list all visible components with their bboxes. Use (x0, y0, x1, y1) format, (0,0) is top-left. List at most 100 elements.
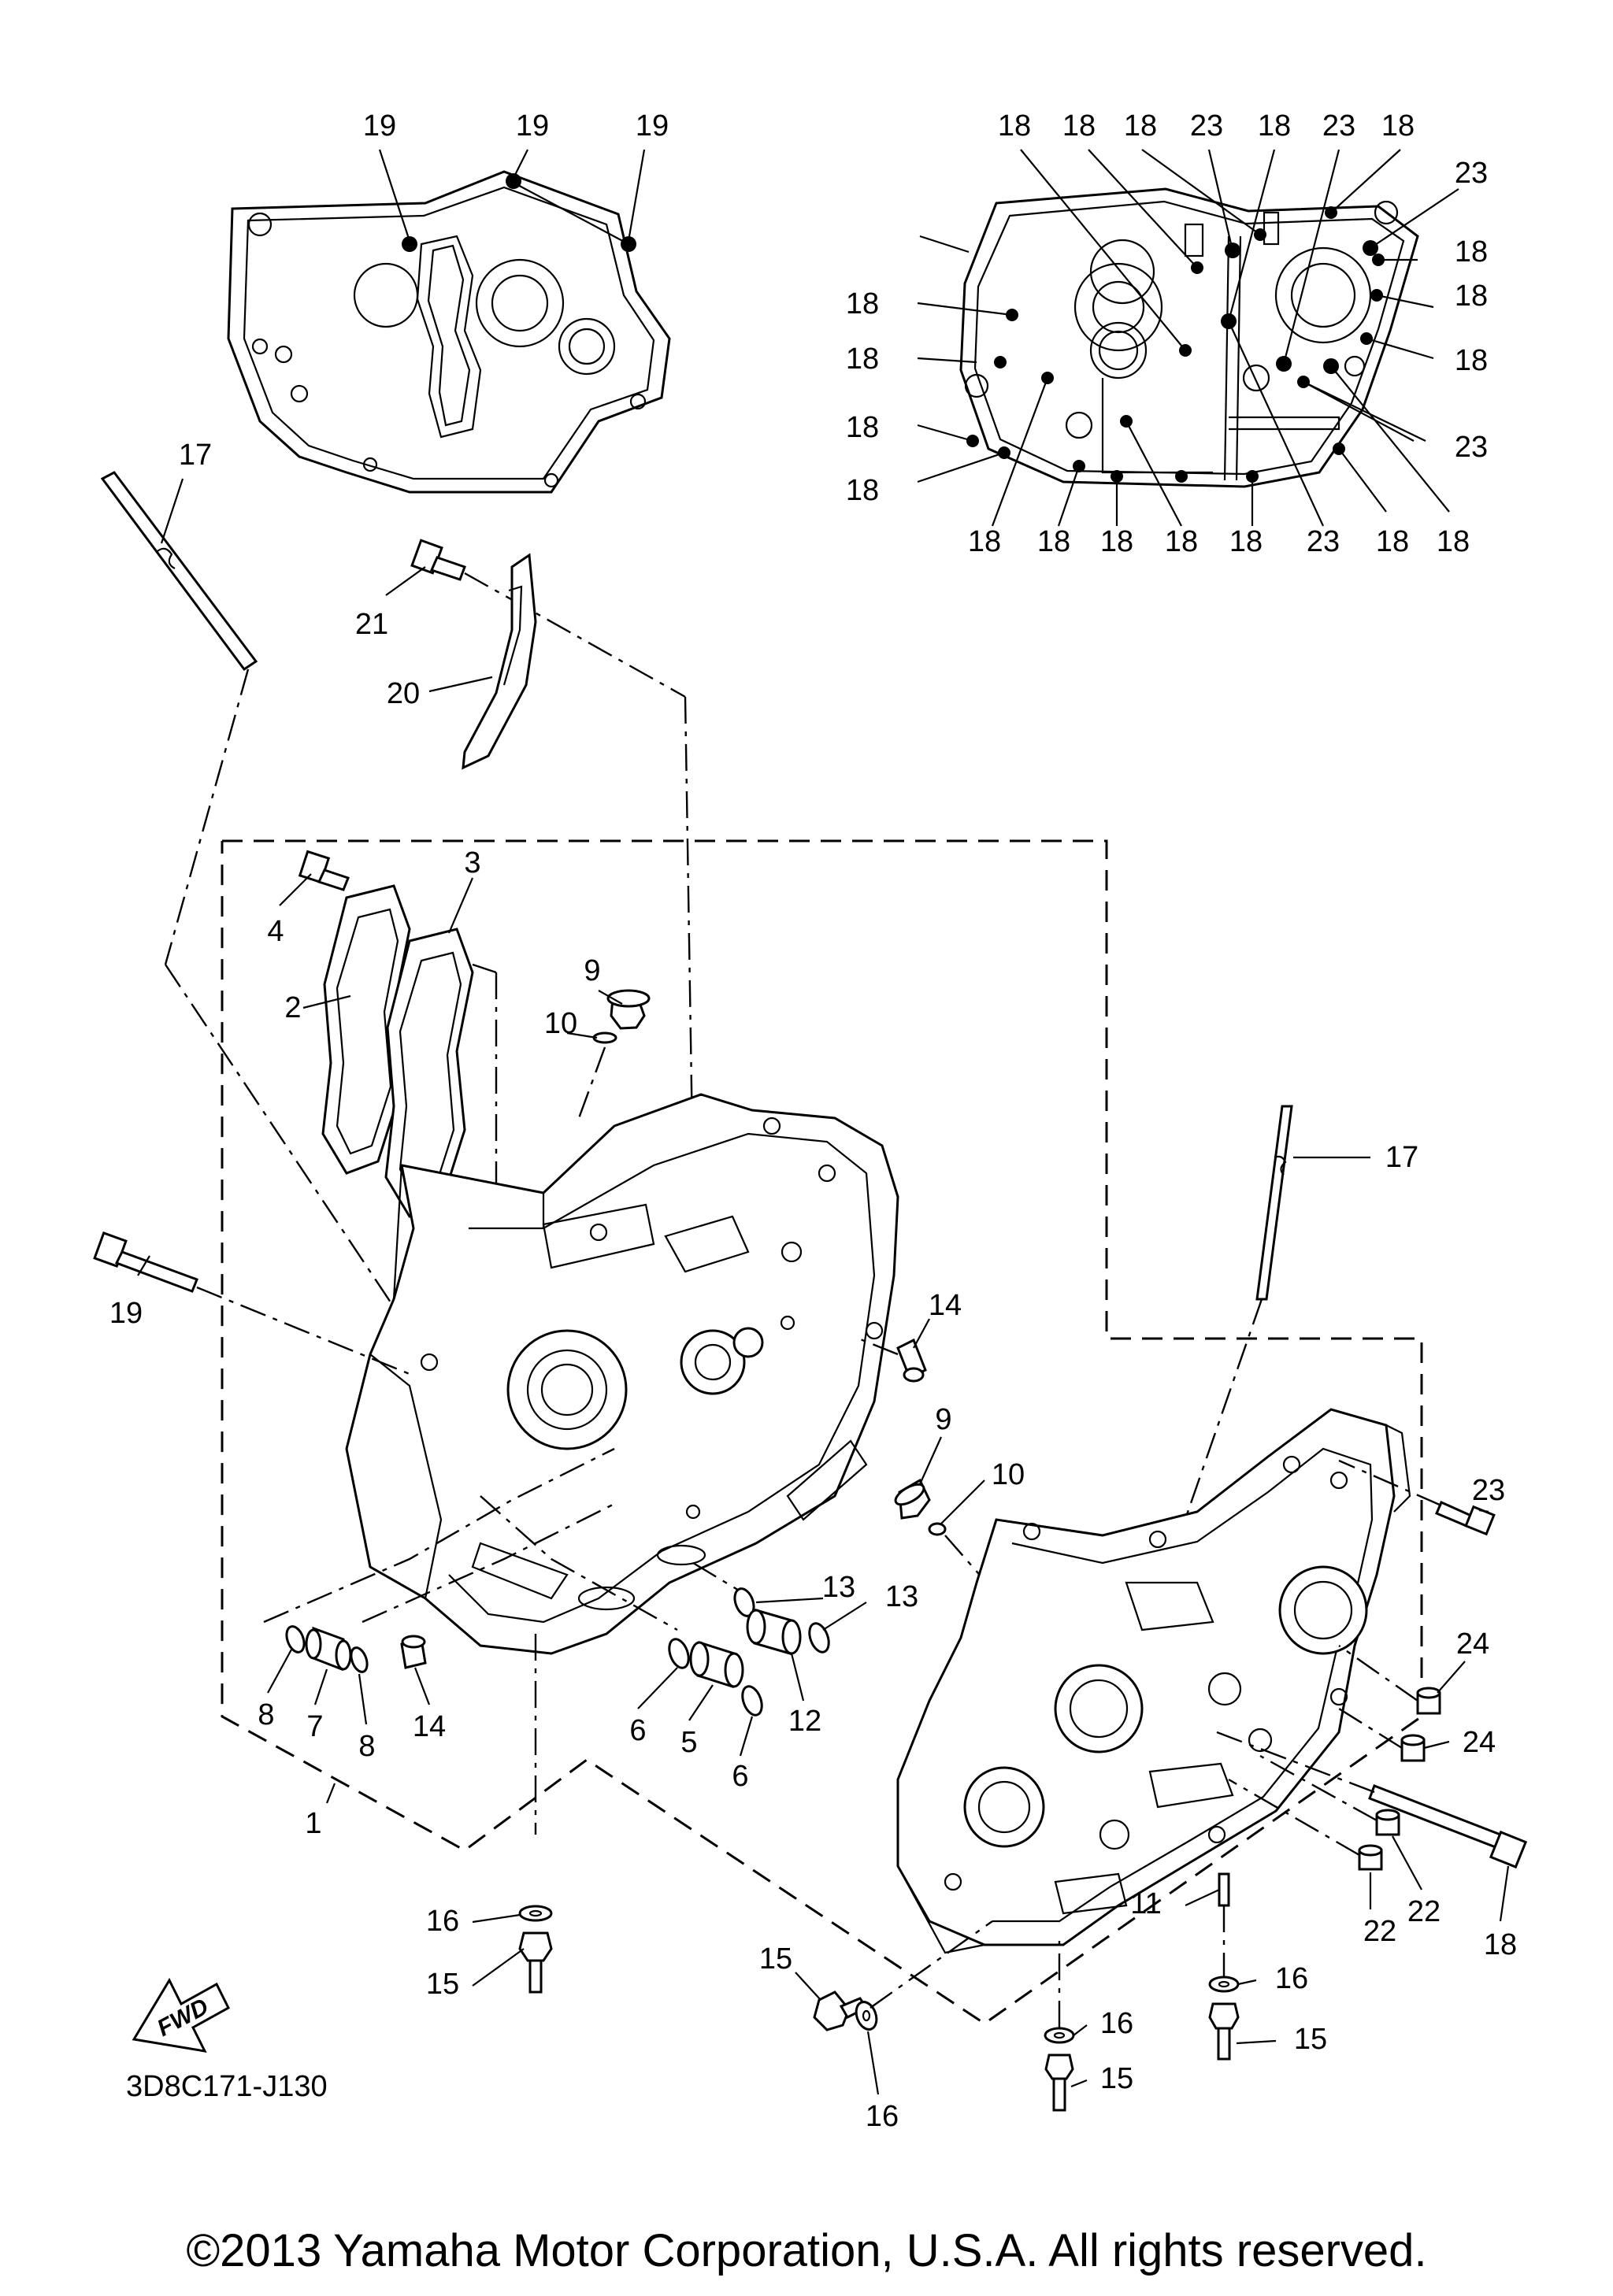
callout-16-center: 16 (1100, 2007, 1133, 2040)
callout: 18 (1376, 525, 1409, 558)
callout-16-bottom: 16 (866, 2100, 899, 2133)
callout-9: 9 (584, 954, 600, 987)
bolt-23 (1338, 1459, 1496, 1536)
callout-22a: 22 (1407, 1895, 1441, 1928)
cover-20 (462, 553, 537, 770)
callout-4: 4 (267, 915, 284, 948)
callout-10: 10 (544, 1007, 577, 1040)
callout-20: 20 (387, 677, 420, 710)
callout-15-right: 15 (1294, 2023, 1327, 2056)
callout-14-lower: 14 (413, 1710, 446, 1743)
callout: 18 (998, 109, 1031, 143)
dowel-14-upper (858, 1337, 927, 1383)
callout-6b: 6 (732, 1760, 748, 1793)
main-leaders (137, 478, 1510, 2095)
bolt-15-left (518, 1931, 553, 1994)
callout-8b: 8 (358, 1730, 375, 1763)
callout-8a: 8 (258, 1698, 274, 1731)
callout: 18 (1100, 525, 1133, 558)
callout: 18 (1124, 109, 1157, 143)
callout: 23 (1322, 109, 1355, 143)
callout-3: 3 (464, 846, 480, 880)
callout-11: 11 (1130, 1887, 1161, 1920)
callout: 18 (1437, 525, 1470, 558)
callout-16-right: 16 (1275, 1962, 1308, 1995)
washer-16-left (518, 1905, 553, 1922)
callout-6a: 6 (629, 1714, 646, 1747)
callout-19: 19 (109, 1297, 143, 1330)
callout-1: 1 (305, 1807, 321, 1840)
right-crankcase-face-view (917, 149, 1459, 527)
callout-24a: 24 (1456, 1628, 1489, 1661)
callout: 23 (1455, 157, 1488, 190)
assembly-outline-1 (221, 839, 1423, 2025)
callout: 18 (1037, 525, 1070, 558)
bolt-4 (298, 850, 350, 891)
callouts-main: 17 21 20 4 3 2 9 10 19 1 8 7 8 14 6 5 6 … (109, 439, 1517, 2133)
callouts-top-left: 19 19 19 (363, 109, 669, 143)
sensor-9-left (577, 989, 651, 1119)
callout-15-center: 15 (1100, 2062, 1133, 2095)
dowel-24-b (1338, 1707, 1426, 1762)
washer-16-center (1044, 1937, 1075, 2044)
fwd-arrow: FWD (132, 1977, 230, 2053)
dowel-24-a (1338, 1645, 1441, 1715)
bearing-set-5-6 (668, 1638, 763, 1716)
bolt-19-main (93, 1231, 410, 1376)
callout: 19 (363, 109, 396, 143)
bolt-15-right (1208, 2002, 1240, 2061)
callout-16-left: 16 (426, 1905, 459, 1938)
leader-cover-line (684, 696, 695, 1186)
callout: 18 (1381, 109, 1415, 143)
callout-24b: 24 (1463, 1726, 1496, 1759)
callout-18-right: 18 (1484, 1928, 1517, 1961)
callout-5: 5 (680, 1726, 697, 1759)
top-right-leaders (917, 149, 1459, 527)
callout: 18 (846, 287, 879, 320)
callout: 18 (846, 411, 879, 444)
washer-16-bottom-center (855, 1920, 993, 2031)
callout: 18 (1165, 525, 1198, 558)
bolt-15-center (1044, 2053, 1074, 2112)
callout: 18 (1455, 280, 1488, 313)
bolt-18-main (1216, 1731, 1528, 1869)
callout: 18 (846, 343, 879, 376)
dowel-22-a (1259, 1754, 1400, 1836)
callout-7: 7 (306, 1710, 323, 1743)
bolt-21 (410, 539, 686, 698)
callout-14-upper: 14 (929, 1289, 962, 1322)
callout-13a: 13 (822, 1571, 855, 1604)
callout: 18 (1229, 525, 1263, 558)
callout-21: 21 (355, 608, 388, 641)
callout: 18 (968, 525, 1001, 558)
dowel-14-lower (400, 1635, 427, 1669)
callout-13b: 13 (885, 1580, 918, 1613)
callout: 18 (846, 474, 879, 507)
callout: 19 (516, 109, 549, 143)
left-crankcase (345, 1093, 899, 1655)
callout-10-right: 10 (992, 1458, 1025, 1491)
gasket-3 (384, 928, 498, 1218)
pin-11 (1218, 1872, 1230, 1984)
bearing-set-7-8 (285, 1625, 369, 1673)
callout-2: 2 (284, 991, 301, 1024)
stud-17-right (1156, 1105, 1293, 1599)
callout-9-right: 9 (935, 1403, 951, 1436)
callout-17-right: 17 (1385, 1141, 1418, 1174)
callout: 23 (1455, 431, 1488, 464)
copyright: ©2013 Yamaha Motor Corporation, U.S.A. A… (186, 2225, 1426, 2276)
left-crankcase-face-view (227, 149, 671, 494)
callout-15-bottom: 15 (759, 1942, 792, 1976)
right-crankcase (896, 1408, 1411, 1954)
callout-22b: 22 (1363, 1915, 1396, 1948)
callout: 18 (1455, 344, 1488, 377)
washer-16-right (1208, 1976, 1240, 1993)
callout-15-left: 15 (426, 1968, 459, 2001)
callout-12: 12 (788, 1705, 821, 1738)
bearing-set-12-13 (733, 1587, 830, 1655)
dowel-22-b (1228, 1778, 1383, 1871)
stud-17-left (100, 471, 410, 1331)
callout-17: 17 (179, 439, 212, 472)
callout: 18 (1455, 235, 1488, 268)
